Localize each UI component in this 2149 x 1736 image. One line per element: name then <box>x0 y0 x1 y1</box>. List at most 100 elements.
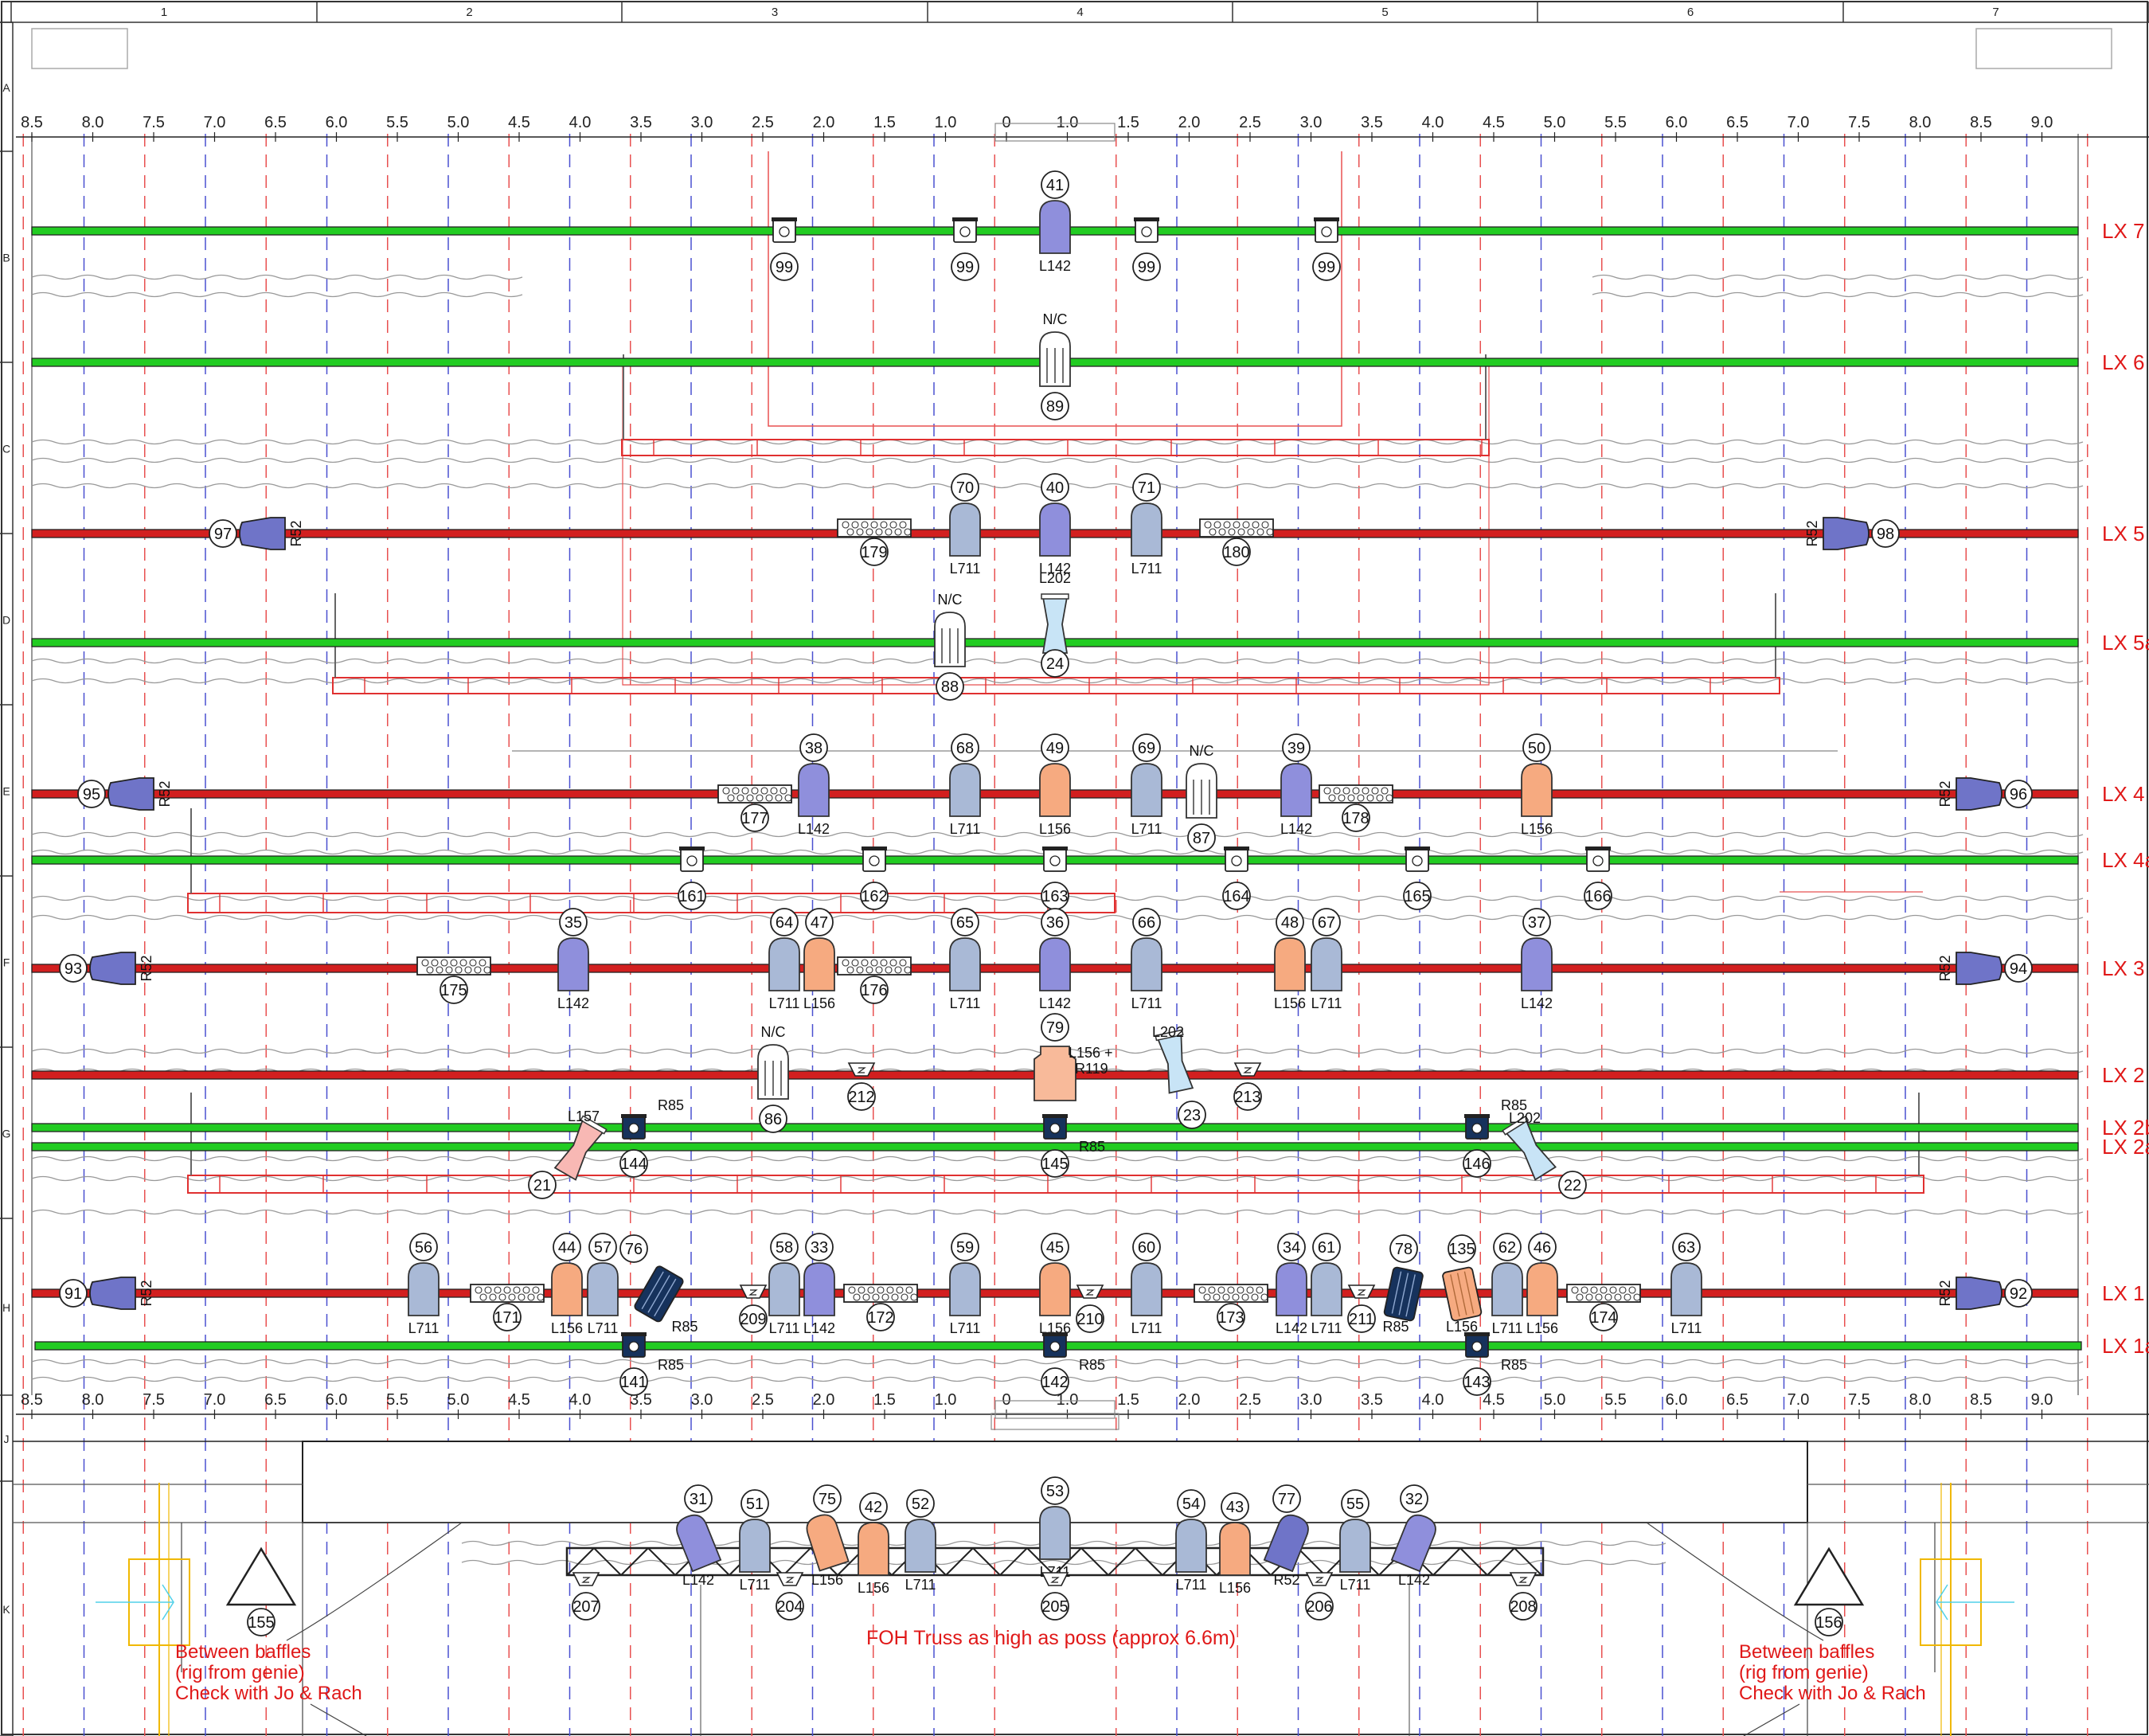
ruler-tick-label: 1.0 <box>1057 114 1079 131</box>
drum-top <box>1224 846 1249 850</box>
cyc-cell <box>842 521 850 529</box>
cyc-cell <box>1352 787 1360 795</box>
fresnel-body <box>1305 1572 1334 1586</box>
border-wave <box>31 291 523 298</box>
gel-label: R85 <box>1079 1139 1105 1155</box>
gel-label: L711 <box>769 995 800 1011</box>
border-wave <box>31 1209 2084 1215</box>
unit-number-circle <box>619 1149 648 1178</box>
gel-label: L711 <box>1671 1320 1702 1336</box>
border-wave <box>31 439 2084 445</box>
profile-shape <box>676 1514 722 1573</box>
drum-lens <box>1141 226 1152 237</box>
foh-truss-web <box>1487 1547 1515 1576</box>
cyc-cell <box>910 1293 918 1301</box>
hourglass-cap <box>1041 593 1069 600</box>
fixture-drum: 161 <box>678 846 706 910</box>
ruler-tick-label: 8.0 <box>82 1391 104 1409</box>
profile-body <box>905 1519 936 1573</box>
fixture-fresnel: 212 <box>847 1062 876 1111</box>
profile-body <box>1039 1506 1071 1560</box>
fixture-triangle: 156 <box>1793 1546 1865 1636</box>
unit-number: 40 <box>1046 479 1064 497</box>
unit-number: 36 <box>1046 914 1064 932</box>
unit-number: 212 <box>848 1089 874 1106</box>
unit-number: 67 <box>1318 914 1335 932</box>
gel-label: R52 <box>1804 520 1820 546</box>
ruler-tick-label: 6.0 <box>1666 1391 1688 1409</box>
cyc-cell <box>1333 787 1341 795</box>
unit-number: 60 <box>1138 1239 1155 1257</box>
drum-lens <box>628 1341 639 1352</box>
fixture-drum: 166 <box>1584 846 1612 910</box>
stage-structure <box>13 151 2149 1736</box>
fresnel-body <box>572 1572 600 1586</box>
unit-number-circle <box>1305 1592 1334 1621</box>
cyc-cell <box>1256 1286 1264 1294</box>
cyc-cell <box>1204 521 1212 529</box>
cyc-cell <box>464 966 472 974</box>
gel-label: L142 <box>803 1320 835 1336</box>
bar-label: LX 4 <box>2102 782 2145 806</box>
cyc-cell <box>861 959 869 967</box>
fresnel-mark <box>748 1289 758 1296</box>
gel-label: L142 <box>682 1572 714 1588</box>
unit-number: 205 <box>1041 1598 1068 1616</box>
cyc-cell <box>1241 1293 1249 1301</box>
wash-body <box>1383 1266 1424 1322</box>
gel-label: L156 <box>551 1320 583 1336</box>
profile-shape <box>803 937 835 991</box>
ruler-tick-label: 7.0 <box>204 114 226 131</box>
fixture-fresnel: 204 <box>776 1572 804 1621</box>
unit-number: 175 <box>440 982 467 999</box>
gel-label: L711 <box>1131 1320 1162 1336</box>
cyc-cell <box>1261 521 1269 529</box>
unit-number: 208 <box>1510 1598 1536 1616</box>
gel-label: L156 <box>858 1580 889 1596</box>
gel-label: L711 <box>1131 821 1162 837</box>
unit-number-circle <box>1221 1492 1249 1521</box>
unit-number-circle <box>951 1233 979 1261</box>
ruler-tick-label: 8.5 <box>1970 114 1992 131</box>
unit-number-circle <box>770 1233 799 1261</box>
drum-top <box>1042 1114 1068 1118</box>
ruler-tick-label: 8.0 <box>1909 114 1932 131</box>
cyc-cell <box>894 528 902 536</box>
cyc-cell <box>780 787 787 795</box>
par-body <box>239 517 286 550</box>
unit-number: 95 <box>83 786 100 803</box>
gel-label: L711 <box>1131 561 1162 577</box>
unit-number-circle <box>1312 252 1341 281</box>
profile-shape <box>1526 1262 1558 1316</box>
ruler-tick-label: 1.0 <box>935 114 957 131</box>
fixture-drum: 99 <box>1312 217 1341 281</box>
unit-number-circle <box>440 976 468 1004</box>
unit-number: 180 <box>1223 544 1249 561</box>
row-label: H <box>2 1301 10 1314</box>
cyc-cell <box>889 959 897 967</box>
unit-number-circle <box>1589 1303 1618 1331</box>
cyc-cell <box>905 1286 913 1294</box>
ruler-tick-label: 2.0 <box>813 1391 835 1409</box>
cyc-cell <box>899 959 907 967</box>
unit-number-circle <box>1493 1233 1522 1261</box>
unit-number-circle <box>759 1105 787 1133</box>
profile-body <box>949 937 981 991</box>
fixture-drum: 164 <box>1222 846 1251 910</box>
profile-body <box>803 1262 835 1316</box>
profile-body <box>1131 1262 1162 1316</box>
ruler-tick-label: 5.5 <box>1604 1391 1627 1409</box>
unit-number: 88 <box>941 678 959 696</box>
profile-shape <box>1131 763 1162 817</box>
bar-label: LX 4a <box>2102 848 2149 872</box>
cyc-cell <box>765 794 773 802</box>
cyc-cell <box>1366 794 1374 802</box>
